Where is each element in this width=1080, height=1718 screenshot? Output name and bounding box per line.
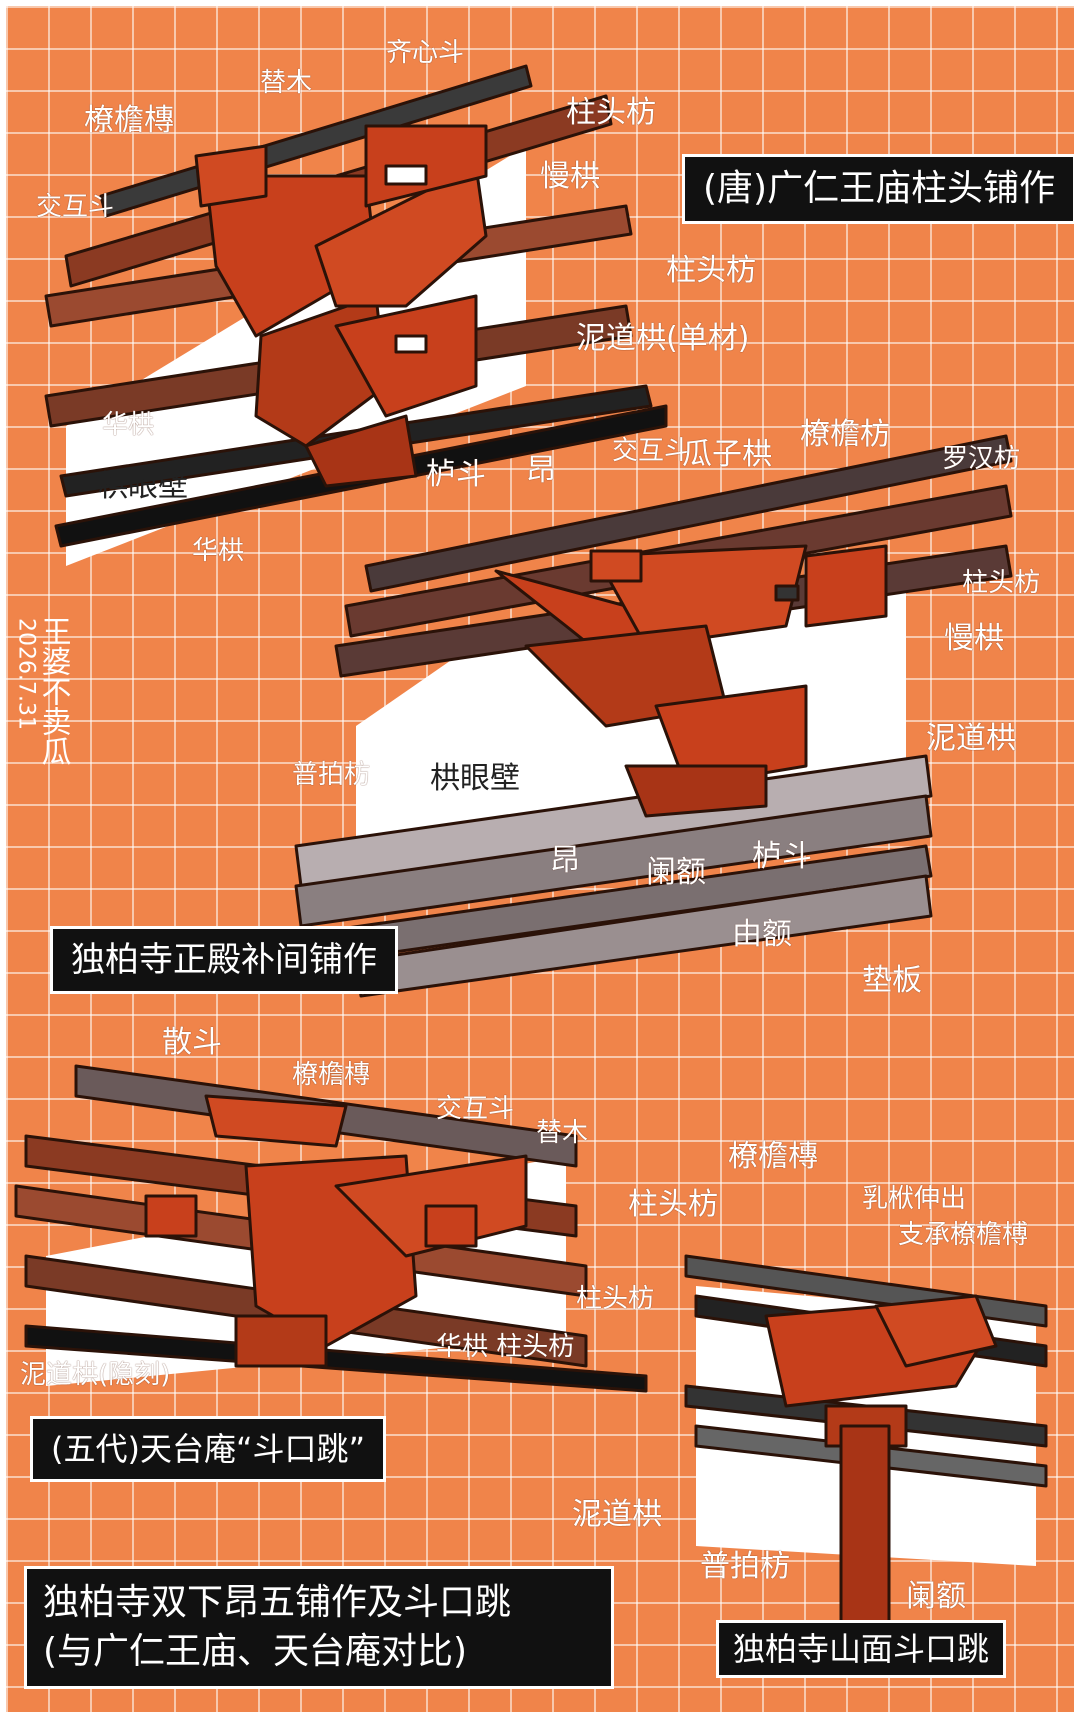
label-zhafu-line1: 乳栿伸出 <box>862 1184 967 1214</box>
label-pupaifang: 普拍枋 <box>292 760 371 790</box>
label-dianban: 垫板 <box>862 963 922 998</box>
title-tang: (唐)广仁王庙柱头铺作 <box>682 154 1074 224</box>
label-huagong-zhutoufang: 华栱 柱头枋 <box>436 1332 575 1362</box>
main-title: 独柏寺双下昂五铺作及斗口跳 (与广仁王庙、天台庵对比) <box>24 1566 614 1690</box>
label-liaoyanfang: 橑檐枋 <box>800 417 890 452</box>
label-ang-top: 昂 <box>526 453 556 488</box>
label-liaoyantuan: 橑檐槫 <box>84 103 174 138</box>
label-liaoyantuan-4: 橑檐槫 <box>728 1139 818 1174</box>
signature-date: 2026.7.31 <box>13 618 39 730</box>
label-nidaogong-2: 泥道栱 <box>926 721 1016 756</box>
label-you-e: 由额 <box>732 917 792 952</box>
label-guazigong: 瓜子栱 <box>682 437 772 472</box>
label-ang-bottom: 昂 <box>550 843 580 878</box>
label-nidaogong-3: 泥道栱(隐刻) <box>20 1360 171 1390</box>
label-sandou: 散斗 <box>162 1025 222 1060</box>
dule-buji-drawing <box>294 434 1013 998</box>
label-lan-e-4: 阑额 <box>906 1579 966 1614</box>
label-zhutoufang-mid-3: 柱头枋 <box>576 1284 655 1314</box>
title-dule-buji: 独柏寺正殿补间铺作 <box>50 926 398 994</box>
label-gongyanbi: 栱眼壁 <box>98 469 188 504</box>
label-jiaohudou-3: 交互斗 <box>436 1094 515 1124</box>
title-shanmian: 独柏寺山面斗口跳 <box>716 1620 1007 1678</box>
label-zhutoufang-top: 柱头枋 <box>566 95 656 130</box>
label-timu-3: 替木 <box>536 1118 589 1148</box>
label-ludou-2: 栌斗 <box>752 839 812 874</box>
tiantai-drawing <box>14 1064 648 1393</box>
bracket-illustrations <box>14 64 1048 1648</box>
signature-author: 王婆不卖瓜 <box>35 616 71 766</box>
shanmian-drawing <box>684 1254 1048 1648</box>
label-jiaohudou: 交互斗 <box>36 192 115 222</box>
label-zhafu-line2: 支承橑檐榑 <box>898 1220 1029 1250</box>
label-huagong-bottom: 华栱 <box>192 536 245 566</box>
label-zhutoufang-2: 柱头枋 <box>962 568 1041 598</box>
label-liaoyantuan-3: 橑檐槫 <box>292 1060 371 1090</box>
label-jiaohudou-2: 交互斗 <box>612 436 691 466</box>
label-pupaifang-4: 普拍枋 <box>700 1549 790 1584</box>
label-qixindou: 齐心斗 <box>386 38 465 68</box>
label-lan-e: 阑额 <box>646 855 706 890</box>
main-title-line2: (与广仁王庙、天台庵对比) <box>43 1630 468 1672</box>
main-title-line1: 独柏寺双下昂五铺作及斗口跳 <box>43 1582 512 1623</box>
tang-bracket-drawing <box>44 64 668 566</box>
label-ludou: 栌斗 <box>426 457 486 492</box>
label-mangong: 慢栱 <box>540 159 600 194</box>
label-nidaogong-4: 泥道栱 <box>572 1497 662 1532</box>
title-tiantai: (五代)天台庵“斗口跳” <box>30 1416 387 1482</box>
label-nidaogong: 泥道栱(单材) <box>576 321 750 356</box>
label-huagong-left: 华栱 <box>102 410 155 440</box>
label-timu: 替木 <box>260 68 313 98</box>
label-mangong-2: 慢栱 <box>944 621 1004 656</box>
label-luohanfang: 罗汉枋 <box>942 444 1021 474</box>
label-zhutoufang-mid: 柱头枋 <box>666 253 756 288</box>
label-zhutoufang-top-3: 柱头枋 <box>628 1187 718 1222</box>
label-gongyanbi-2: 栱眼壁 <box>430 761 520 796</box>
